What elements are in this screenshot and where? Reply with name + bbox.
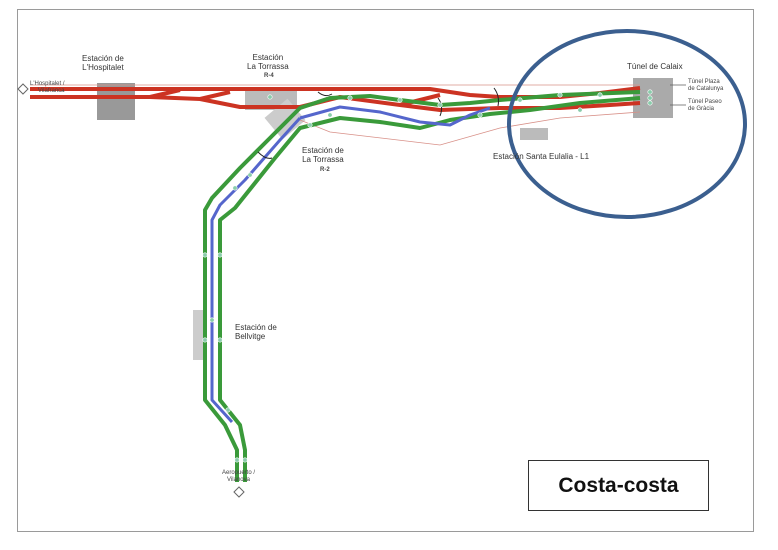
station-label-santa-eulalia: Estación Santa Eulalia - L1 bbox=[493, 152, 590, 161]
santa-eulalia-platform bbox=[520, 128, 548, 140]
endpoint-label-west: L'Hospitalet /Vilafranca bbox=[30, 81, 65, 94]
blue-tracks bbox=[210, 105, 491, 424]
south-endpoint-icon bbox=[233, 486, 245, 498]
thin-track-lines bbox=[30, 84, 641, 146]
station-label-calaix: Túnel de Calaix bbox=[627, 62, 683, 71]
station-line-r4: R-4 bbox=[264, 73, 274, 79]
track-markers bbox=[202, 89, 653, 463]
endpoint-label-south: Aeropuerto /Vilanova bbox=[222, 470, 256, 483]
highlight-ellipse bbox=[507, 29, 747, 219]
station-line-r2: R-2 bbox=[320, 167, 330, 173]
legend-box: Costa-costa bbox=[528, 460, 709, 511]
legend-label: Costa-costa bbox=[558, 473, 679, 497]
west-endpoint-icon bbox=[17, 83, 29, 95]
switch-brackets bbox=[257, 87, 499, 159]
bellvitge-platform bbox=[193, 310, 203, 360]
